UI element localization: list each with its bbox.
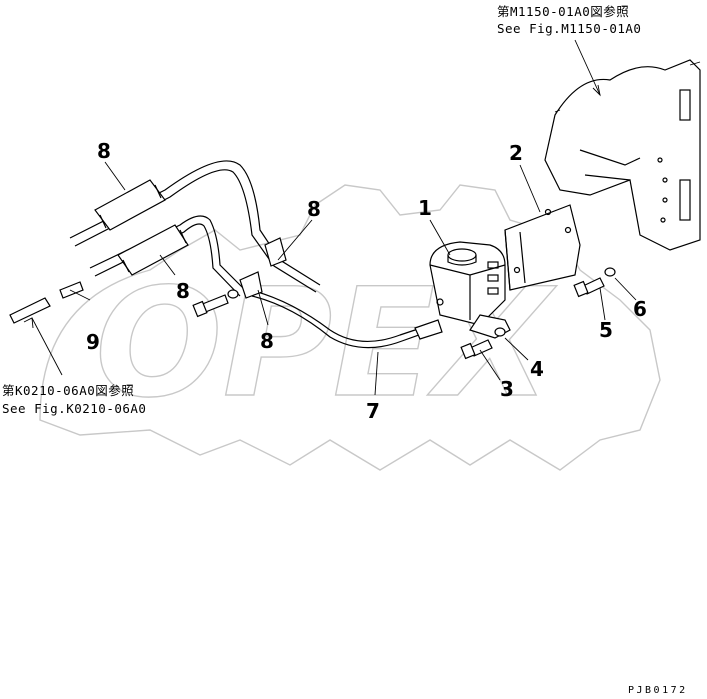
drawing-code: PJB0172 bbox=[628, 685, 688, 696]
callout-3: 3 bbox=[500, 377, 514, 401]
hose-part-7 bbox=[249, 289, 443, 349]
ref-m1150-japanese: 第M1150-01A0図参照 bbox=[497, 4, 629, 19]
frame-plate bbox=[544, 59, 701, 251]
callout-2: 2 bbox=[509, 141, 523, 165]
bracket-part-2 bbox=[504, 204, 581, 291]
callout-6: 6 bbox=[633, 297, 647, 321]
callout-5: 5 bbox=[599, 318, 613, 342]
ref-m1150-english: See Fig.M1150-01A0 bbox=[497, 21, 641, 36]
clamps-part-8 bbox=[94, 179, 287, 299]
callout-8-upper-left: 8 bbox=[97, 139, 111, 163]
bolts-washers bbox=[192, 267, 616, 360]
callout-4: 4 bbox=[530, 357, 544, 381]
ref-k0210-english: See Fig.K0210-06A0 bbox=[2, 401, 146, 416]
leader-lines bbox=[23, 39, 637, 396]
reference-notes: 第M1150-01A0図参照 See Fig.M1150-01A0 第K0210… bbox=[2, 4, 641, 416]
callout-7: 7 bbox=[366, 399, 380, 423]
upper-pipe bbox=[69, 160, 321, 297]
callout-numbers: 1 2 3 4 5 6 7 8 8 8 8 9 bbox=[86, 139, 647, 423]
callout-9: 9 bbox=[86, 330, 100, 354]
ref-k0210-japanese: 第K0210-06A0図参照 bbox=[2, 383, 134, 398]
grommet-part-9 bbox=[9, 281, 84, 324]
callout-8-upper-right: 8 bbox=[307, 197, 321, 221]
callout-8-lower-right: 8 bbox=[260, 329, 274, 353]
callout-1: 1 bbox=[418, 196, 432, 220]
callout-8-lower-left: 8 bbox=[176, 279, 190, 303]
